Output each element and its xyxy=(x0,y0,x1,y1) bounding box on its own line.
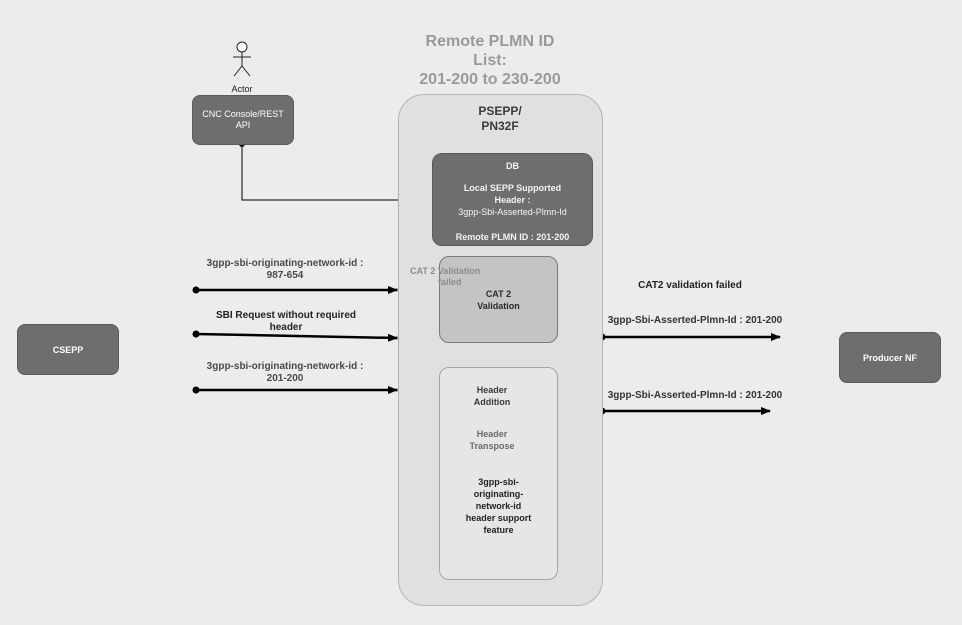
db-box[interactable]: DB Local SEPP Supported Header : 3gpp-Sb… xyxy=(432,153,593,246)
header-transpose-label: Header Transpose xyxy=(469,429,515,451)
csepp-label: CSEPP xyxy=(52,344,84,355)
page-title: Remote PLMN ID List: 201-200 to 230-200 xyxy=(419,33,561,88)
output-label-1: 3gpp-Sbi-Asserted-Plmn-Id : 201-200 xyxy=(607,315,783,326)
feature-label: 3gpp-sbi- originating- network-id header… xyxy=(465,477,532,535)
producer-nf-box[interactable]: Producer NF xyxy=(839,332,941,383)
output-arrow-1 xyxy=(598,333,781,341)
feature-box[interactable] xyxy=(439,367,558,580)
cat2-validation-box[interactable]: CAT 2 Validation xyxy=(439,256,558,343)
psepp-label: PSEPP/ PN32F xyxy=(478,104,522,133)
input-label-1: 3gpp-sbi-originating-network-id : 987-65… xyxy=(206,258,364,281)
actor-label: Actor xyxy=(231,84,253,94)
db-header-text: Local SEPP Supported Header : 3gpp-Sbi-A… xyxy=(458,183,567,217)
db-title: DB xyxy=(506,161,519,171)
cnc-console-label: CNC Console/REST API xyxy=(202,109,284,130)
output-arrow-2 xyxy=(598,407,771,415)
input-label-3: 3gpp-sbi-originating-network-id : 201-20… xyxy=(206,361,364,384)
header-addition-label: Header Addition xyxy=(473,385,511,407)
cat2-validation-failed-label: CAT 2 Validation failed xyxy=(410,266,481,287)
input-arrow-2 xyxy=(192,330,398,342)
output-label-2: 3gpp-Sbi-Asserted-Plmn-Id : 201-200 xyxy=(607,390,783,401)
input-label-2: SBI Request without required header xyxy=(215,310,356,333)
actor-icon xyxy=(233,41,251,77)
input-arrow-3 xyxy=(192,386,398,394)
input-arrow-1 xyxy=(192,286,398,294)
cnc-console-box[interactable]: CNC Console/REST API xyxy=(192,95,294,145)
producer-nf-label: Producer NF xyxy=(862,352,917,363)
output-failed-label: CAT2 validation failed xyxy=(638,280,742,291)
db-remote-plmn: Remote PLMN ID : 201-200 xyxy=(455,232,570,242)
csepp-box[interactable]: CSEPP xyxy=(17,324,119,375)
